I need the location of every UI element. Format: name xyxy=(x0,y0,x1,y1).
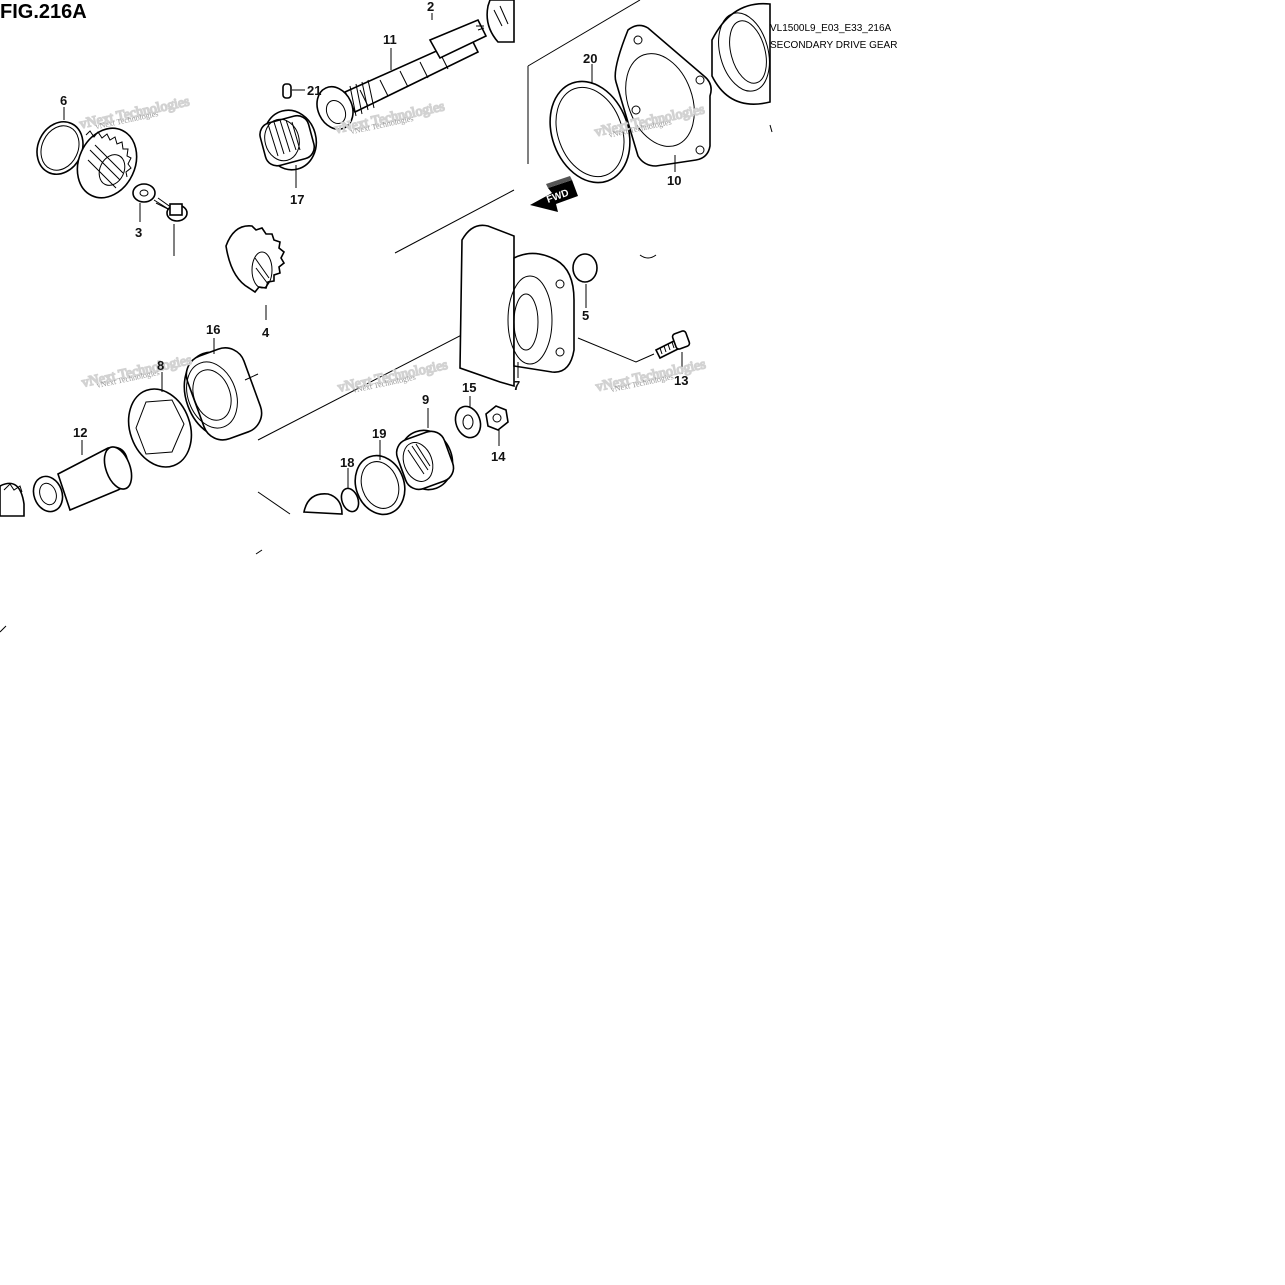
part-4-gear[interactable] xyxy=(225,225,286,294)
part-1-bevel-gear[interactable] xyxy=(66,119,147,208)
callout-21[interactable]: 21 xyxy=(307,83,321,98)
part-housing-cover[interactable] xyxy=(710,2,777,105)
tile-upper-right: FWD xyxy=(527,0,777,212)
callout-2[interactable]: 2 xyxy=(427,0,434,14)
callout-9[interactable]: 9 xyxy=(422,392,429,407)
tile-lower-middle xyxy=(257,189,515,522)
figure-title: FIG.216A xyxy=(0,1,87,23)
part-12-shaft[interactable] xyxy=(29,443,137,515)
part-21-pin[interactable] xyxy=(282,83,292,99)
part-19-seal[interactable] xyxy=(347,449,413,522)
part-5-shim[interactable] xyxy=(572,253,598,283)
section-name: SECONDARY DRIVE GEAR xyxy=(770,40,897,51)
callout-15[interactable]: 15 xyxy=(462,380,476,395)
part-7-housing[interactable] xyxy=(459,224,575,388)
tile-lower-right xyxy=(459,224,691,388)
part-13-bolt[interactable] xyxy=(654,330,691,360)
callout-19[interactable]: 19 xyxy=(372,426,386,441)
callout-8[interactable]: 8 xyxy=(157,358,164,373)
callout-3[interactable]: 3 xyxy=(135,225,142,240)
callout-13[interactable]: 13 xyxy=(674,373,688,388)
callout-18[interactable]: 18 xyxy=(340,455,354,470)
callout-17[interactable]: 17 xyxy=(290,192,304,207)
model-code: VL1500L9_E03_E33_216A xyxy=(770,23,892,34)
part-9-nut[interactable] xyxy=(391,423,460,497)
callouts: 2 3 4 5 6 7 8 9 10 11 12 13 14 15 16 17 … xyxy=(60,0,688,470)
tile-lower-left xyxy=(0,338,267,517)
callout-16[interactable]: 16 xyxy=(206,322,220,337)
callout-14[interactable]: 14 xyxy=(491,449,506,464)
tile-upper-middle xyxy=(257,0,515,188)
fwd-arrow-icon: FWD xyxy=(530,176,578,212)
part-3-washer[interactable] xyxy=(132,183,156,203)
part-16-bearing[interactable] xyxy=(173,342,267,447)
callout-6[interactable]: 6 xyxy=(60,93,67,108)
part-17-bearing[interactable] xyxy=(257,104,323,175)
tile-upper-left xyxy=(36,107,286,320)
part-15-washer[interactable] xyxy=(451,403,484,441)
part-10-gasket[interactable] xyxy=(614,24,712,167)
callout-5[interactable]: 5 xyxy=(582,308,589,323)
callout-20[interactable]: 20 xyxy=(583,51,597,66)
part-11-shaft[interactable] xyxy=(310,18,488,135)
callout-12[interactable]: 12 xyxy=(73,425,87,440)
part-14-nut[interactable] xyxy=(485,405,509,431)
part-18-o-ring[interactable] xyxy=(338,486,361,514)
callout-11[interactable]: 11 xyxy=(383,32,397,47)
bolt-icon xyxy=(153,197,188,222)
part-20-seal[interactable] xyxy=(537,70,644,194)
callout-7[interactable]: 7 xyxy=(513,378,520,393)
part-8-retainer[interactable] xyxy=(118,380,202,476)
callout-4[interactable]: 4 xyxy=(262,325,270,340)
callout-10[interactable]: 10 xyxy=(667,173,681,188)
